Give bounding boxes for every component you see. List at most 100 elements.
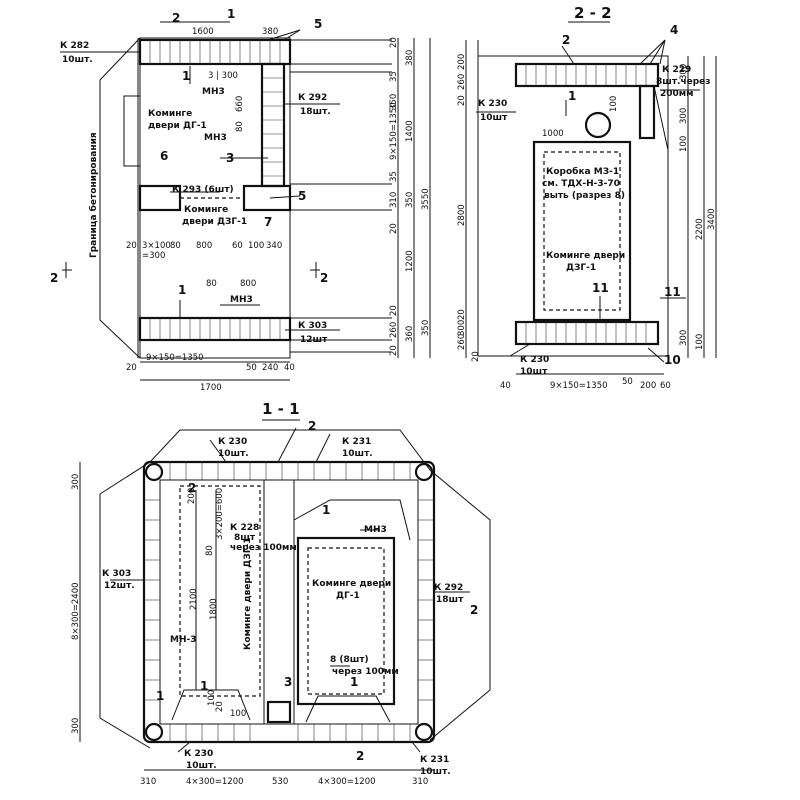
s11-small-20: 20 [215, 701, 225, 712]
k230-s11-top-qty: 10шт. [218, 449, 249, 459]
s22-door-line1: Коминге двери [546, 251, 625, 261]
s11-door-dzg-vertical: Коминге двери ДЗГ-1 [243, 538, 253, 650]
k282-qty: 10шт. [62, 55, 93, 65]
plan-mark-1-lower: 1 [178, 283, 186, 297]
s11-mn3-b: МН-3 [170, 635, 197, 645]
section-1-1-title: 1 - 1 [262, 400, 300, 418]
rebar-8-step: через 100мм [332, 667, 399, 677]
s22-l-300: 300 [457, 320, 467, 336]
plan-mid-80: 80 [206, 279, 217, 289]
k303-label: К 303 [298, 321, 327, 331]
k231-top-qty: 10шт. [342, 449, 373, 459]
s11-mark-2a: 2 [308, 419, 316, 433]
plan-mark-2: 2 [172, 11, 180, 25]
s22-bot-60: 60 [660, 381, 671, 391]
s11-small-100a: 100 [207, 690, 217, 706]
s22-r-300c: 300 [679, 330, 689, 346]
plan-row-300: =300 [142, 251, 165, 261]
s22-mark-4: 4 [670, 23, 678, 37]
s11-mark-3: 3 [284, 675, 292, 689]
s11-dim-80: 80 [205, 545, 215, 556]
k230-top-label: К 230 [478, 99, 507, 109]
plan-mark-1-top: 1 [227, 7, 235, 21]
k303-qty: 12шт [300, 335, 328, 345]
s22-l-20: 20 [457, 95, 467, 106]
k293-label: К 293 (6шт) [172, 185, 234, 195]
s22-r-2200: 2200 [695, 218, 705, 240]
plan-bot-20: 20 [126, 363, 137, 373]
k231-bot-qty: 10шт. [420, 767, 451, 777]
plan-bot-240: 240 [262, 363, 278, 373]
k229-step: 200мм [660, 89, 694, 99]
s22-l-260b: 260 [457, 334, 467, 350]
korobka-line1: Коробка МЗ-1 [546, 166, 619, 177]
plan-r-20c: 20 [389, 305, 399, 316]
s22-door-line2: ДЗГ-1 [566, 263, 596, 273]
k231-bot-label: К 231 [420, 755, 449, 765]
door-dzg-line1: Коминге [184, 205, 228, 215]
plan-row-800: 800 [196, 241, 212, 251]
k292-s11-label: К 292 [434, 583, 463, 593]
s22-bot-200: 200 [640, 381, 656, 391]
plan-mn3-mid: МН3 [204, 133, 227, 143]
plan-r-350a: 350 [389, 94, 399, 110]
s11-mark-2b: 2 [188, 481, 196, 495]
plan-dim-380: 380 [262, 27, 278, 37]
s22-mark-11b: 11 [664, 285, 681, 299]
plan-mark-5-mid: 5 [298, 189, 306, 203]
s22-l-2800: 2800 [457, 204, 467, 226]
plan-r-3550: 3550 [421, 188, 431, 210]
s11-door-dg-line1: Коминге двери [312, 579, 391, 589]
plan-mn3-low: МН3 [230, 295, 253, 305]
plan-bot-50: 50 [246, 363, 257, 373]
korobka-line3: выть (разрез 8) [544, 191, 625, 201]
s22-bot-50: 50 [622, 377, 633, 387]
section-2-2-title: 2 - 2 [574, 4, 612, 22]
s22-l-200: 200 [457, 54, 467, 70]
s11-bot-4x300a: 4×300=1200 [186, 777, 244, 787]
plan-view: 2 1 5 1600 380 К 282 10шт. 3 | 300 1 МН3… [50, 7, 431, 393]
plan-row-100: 100 [248, 241, 264, 251]
k230-s11-bot-label: К 230 [184, 749, 213, 759]
s11-mark-2-bot: 2 [356, 749, 364, 763]
plan-r-20b: 20 [389, 223, 399, 234]
plan-dim-1600: 1600 [192, 27, 214, 37]
plan-r-310: 310 [389, 192, 399, 208]
s11-mn3-a: МН3 [364, 525, 387, 535]
s11-bot-310b: 310 [412, 777, 428, 787]
k230-s11-top-label: К 230 [218, 437, 247, 447]
korobka-line2: см. ТДХ-Н-3-70 [542, 179, 620, 189]
plan-mark-3: 3 [226, 151, 234, 165]
plan-mark-7: 7 [264, 215, 272, 229]
plan-mark-6: 6 [160, 149, 168, 163]
s22-r-3400: 3400 [707, 208, 717, 230]
s11-mark-1a: 1 [322, 503, 330, 517]
s22-dim-100: 100 [609, 96, 619, 112]
k228-label: К 228 [230, 523, 259, 533]
s22-mark-1: 1 [568, 89, 576, 103]
plan-r-1200: 1200 [405, 250, 415, 272]
k229-label: К 229 [662, 65, 691, 75]
plan-r-1400: 1400 [405, 120, 415, 142]
plan-r-360: 360 [405, 326, 415, 342]
k282-label: К 282 [60, 41, 89, 51]
door-dzg-line2: двери ДЗГ-1 [182, 217, 247, 227]
plan-mark-1-inner: 1 [182, 69, 190, 83]
plan-dim-80: 80 [235, 121, 245, 132]
s11-bot-530: 530 [272, 777, 288, 787]
plan-row-80: 80 [170, 241, 181, 251]
k292-qty: 18шт. [300, 107, 331, 117]
plan-row-3x100: 3×100 [142, 241, 171, 251]
plan-r-350c: 350 [421, 320, 431, 336]
s22-r-300: 300 [679, 64, 689, 80]
s22-r-100b: 100 [695, 334, 705, 350]
s22-r-100: 100 [679, 136, 689, 152]
plan-mn3-top: МН3 [202, 87, 225, 97]
k230-top-qty: 10шт [480, 113, 508, 123]
plan-r-20d: 20 [389, 345, 399, 356]
s11-mark-1d: 1 [156, 689, 164, 703]
s11-dim-3x200: 3×200=600 [215, 488, 225, 540]
s22-mark-11a: 11 [592, 281, 609, 295]
k292-s11-qty: 18шт [436, 595, 464, 605]
